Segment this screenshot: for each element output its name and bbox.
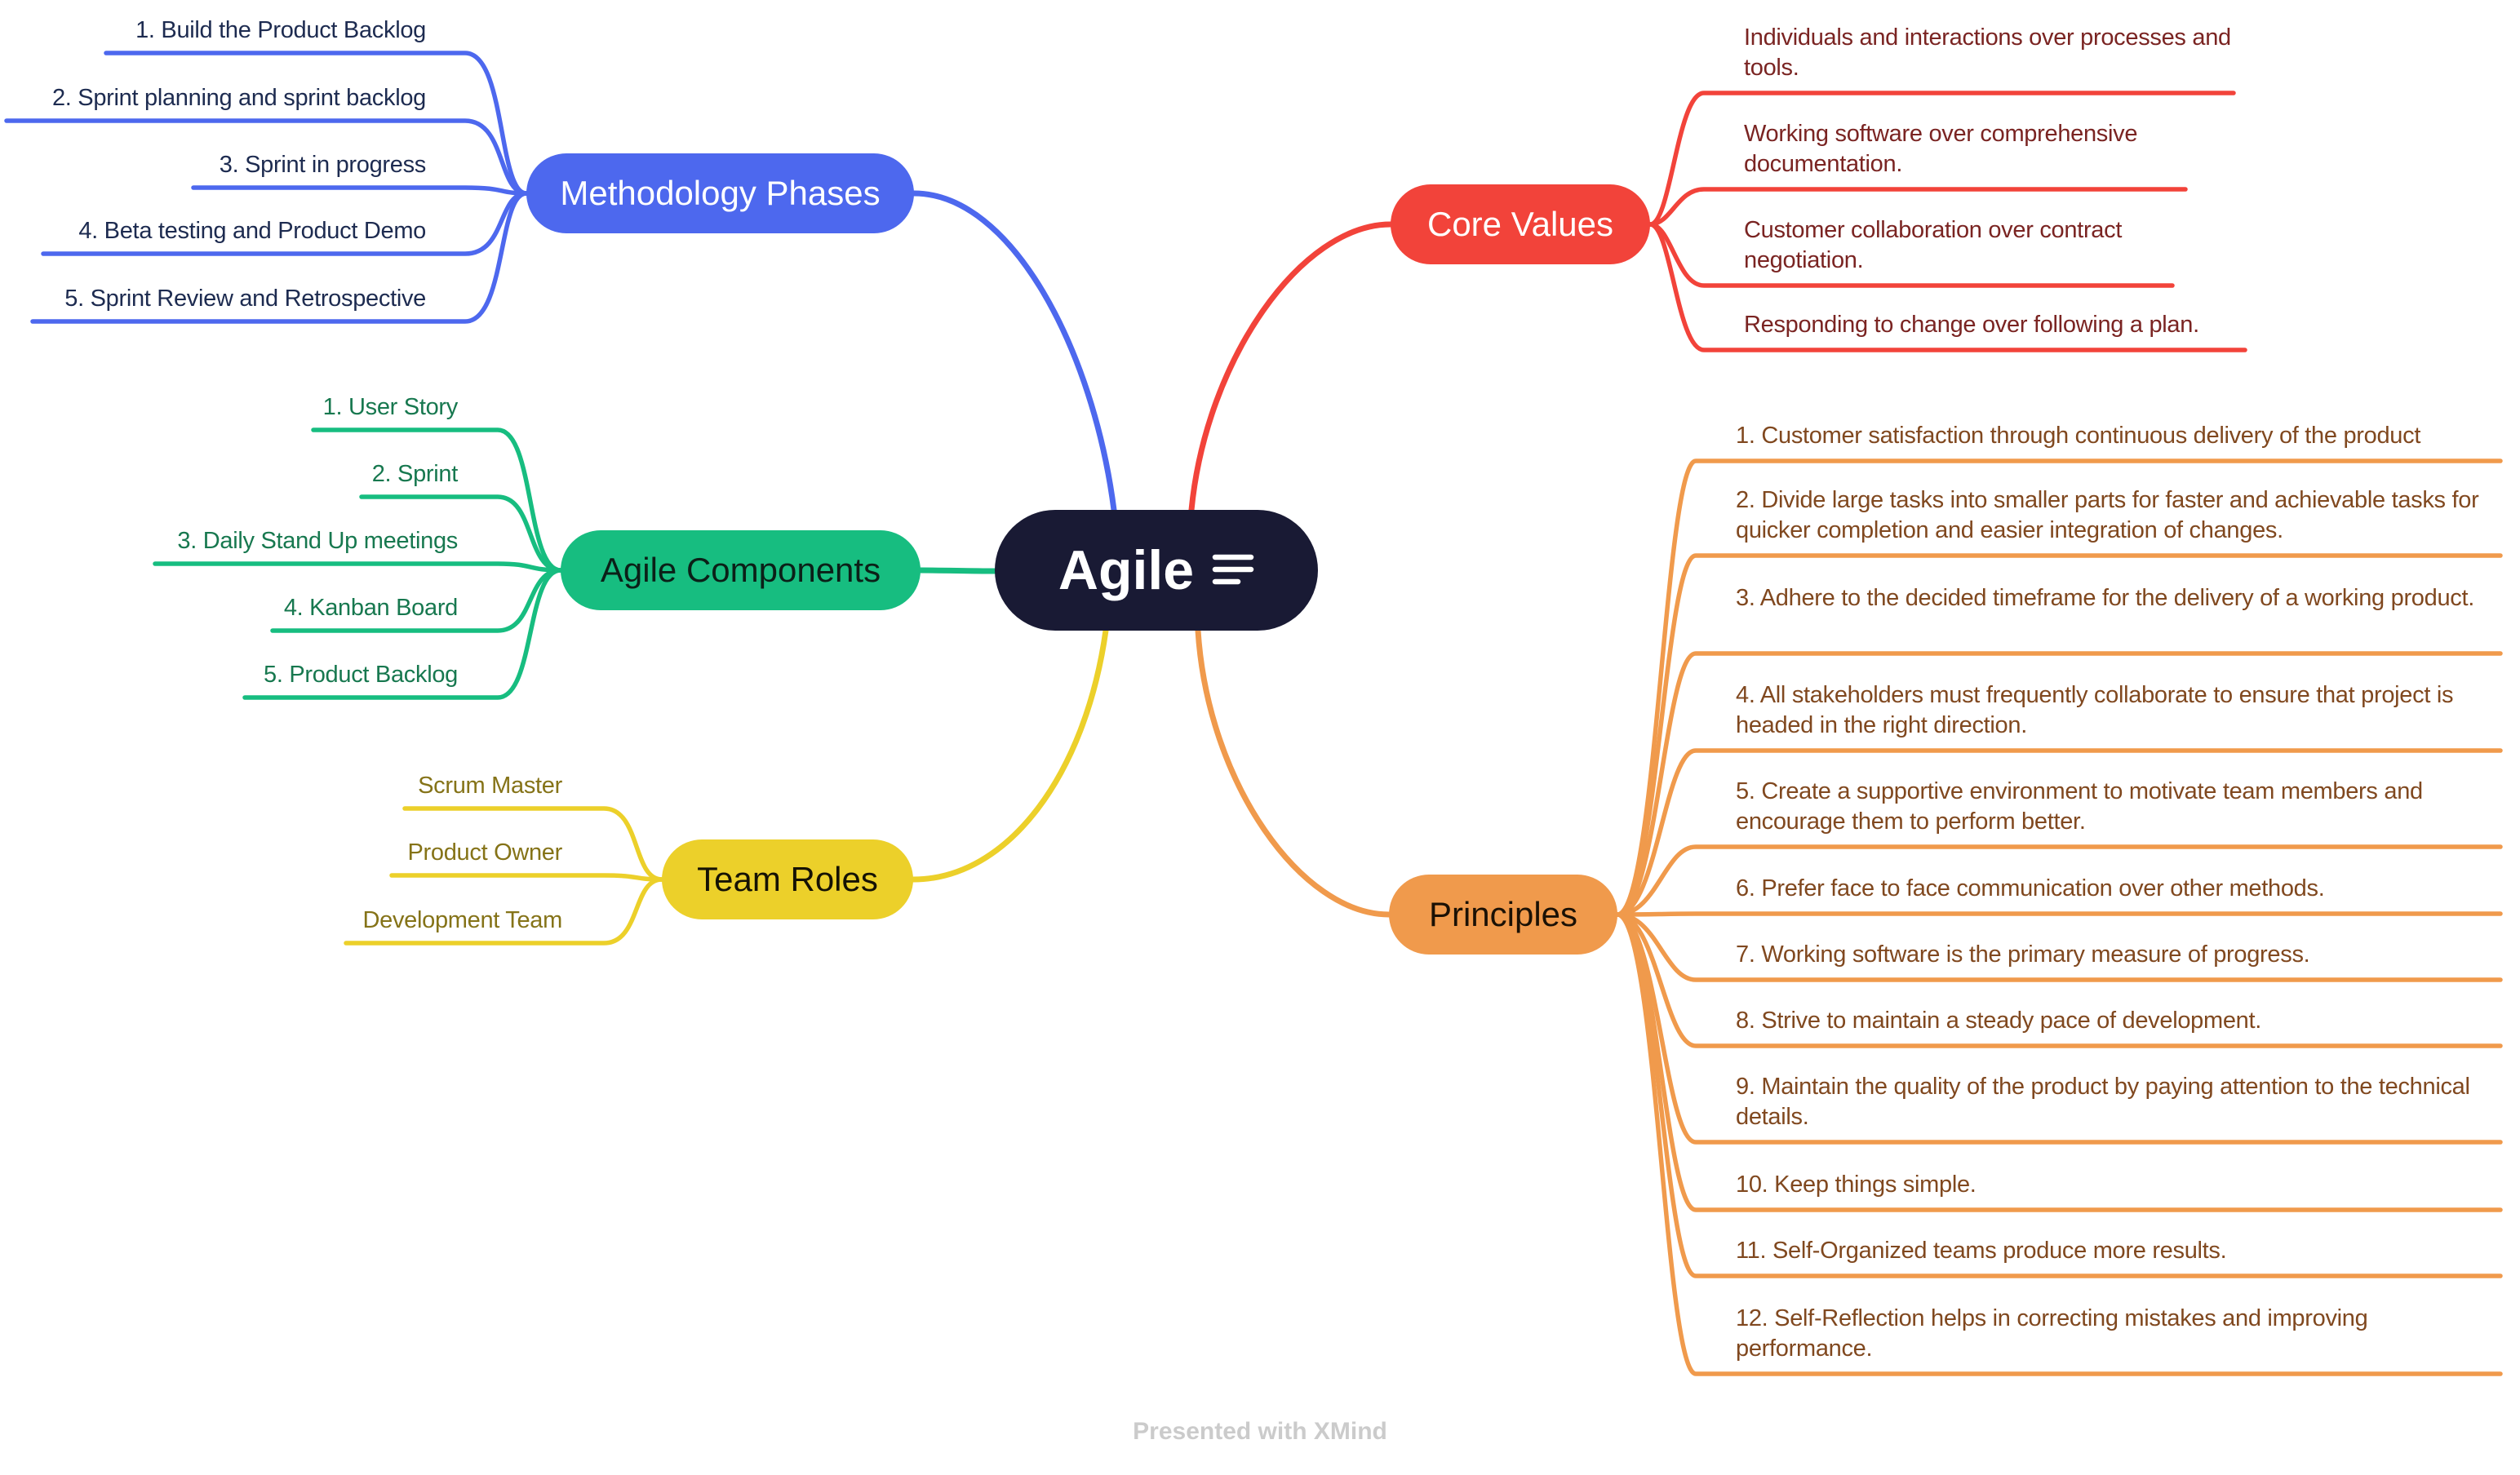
- central-connectors: [910, 190, 1394, 918]
- subtopic-label[interactable]: 5. Create a supportive environment to mo…: [1736, 778, 2423, 835]
- topic-agile-components[interactable]: Agile Components: [561, 530, 921, 610]
- subtopic-label[interactable]: 8. Strive to maintain a steady pace of d…: [1736, 1008, 2262, 1034]
- components-branch-lines: [153, 427, 563, 700]
- principles-branch-lines: [1615, 458, 2503, 1376]
- topic-core-values[interactable]: Core Values: [1391, 184, 1650, 264]
- subtopic-label[interactable]: Working software over comprehensive docu…: [1744, 121, 2138, 177]
- values-branch-lines: [1648, 91, 2247, 352]
- subtopic-label[interactable]: 3. Sprint in progress: [219, 152, 427, 178]
- subtopic-label[interactable]: 2. Divide large tasks into smaller parts…: [1736, 487, 2479, 543]
- subtopic-label[interactable]: Responding to change over following a pl…: [1744, 312, 2199, 338]
- subtopic-label[interactable]: 1. User Story: [322, 394, 459, 420]
- topic-team-roles[interactable]: Team Roles: [662, 839, 913, 919]
- subtopic-label[interactable]: Individuals and interactions over proces…: [1744, 24, 2231, 81]
- team-branch-lines: [344, 806, 664, 946]
- subtopic-label[interactable]: 4. All stakeholders must frequently coll…: [1736, 682, 2454, 738]
- subtopic-label[interactable]: 12. Self-Reflection helps in correcting …: [1736, 1305, 2368, 1362]
- methodology-branch-lines: [4, 51, 529, 324]
- subtopic-label[interactable]: Product Owner: [407, 839, 562, 866]
- subtopic-label[interactable]: Development Team: [362, 907, 562, 933]
- subtopic-label[interactable]: 9. Maintain the quality of the product b…: [1736, 1074, 2470, 1130]
- subtopic-label[interactable]: Customer collaboration over contract neg…: [1744, 217, 2123, 273]
- subtopic-label[interactable]: 2. Sprint planning and sprint backlog: [51, 85, 426, 111]
- subtopic-label[interactable]: 2. Sprint: [371, 461, 459, 487]
- subtopic-label[interactable]: 11. Self-Organized teams produce more re…: [1736, 1238, 2227, 1264]
- subtopic-label[interactable]: 10. Keep things simple.: [1736, 1172, 1977, 1198]
- subtopic-label[interactable]: 4. Beta testing and Product Demo: [78, 218, 426, 244]
- subtopic-label[interactable]: 4. Kanban Board: [283, 595, 458, 621]
- subtopic-label[interactable]: 1. Customer satisfaction through continu…: [1736, 423, 2421, 449]
- subtopic-label[interactable]: 3. Daily Stand Up meetings: [177, 528, 458, 554]
- subtopic-label[interactable]: 7. Working software is the primary measu…: [1736, 941, 2310, 968]
- subtopic-label[interactable]: 5. Sprint Review and Retrospective: [64, 286, 426, 312]
- xmind-watermark: Presented with XMind: [1133, 1418, 1387, 1445]
- subtopic-label[interactable]: 1. Build the Product Backlog: [135, 17, 426, 43]
- central-topic-agile[interactable]: Agile: [995, 510, 1318, 631]
- notes-icon: [1212, 554, 1254, 585]
- subtopic-label[interactable]: 6. Prefer face to face communication ove…: [1736, 875, 2325, 901]
- subtopic-label[interactable]: 3. Adhere to the decided timeframe for t…: [1736, 585, 2474, 611]
- subtopic-label[interactable]: 5. Product Backlog: [263, 662, 458, 688]
- subtopic-label[interactable]: Scrum Master: [418, 773, 562, 799]
- central-topic-label: Agile: [1058, 539, 1195, 601]
- topic-methodology-phases[interactable]: Methodology Phases: [526, 153, 914, 233]
- topic-principles[interactable]: Principles: [1389, 875, 1617, 955]
